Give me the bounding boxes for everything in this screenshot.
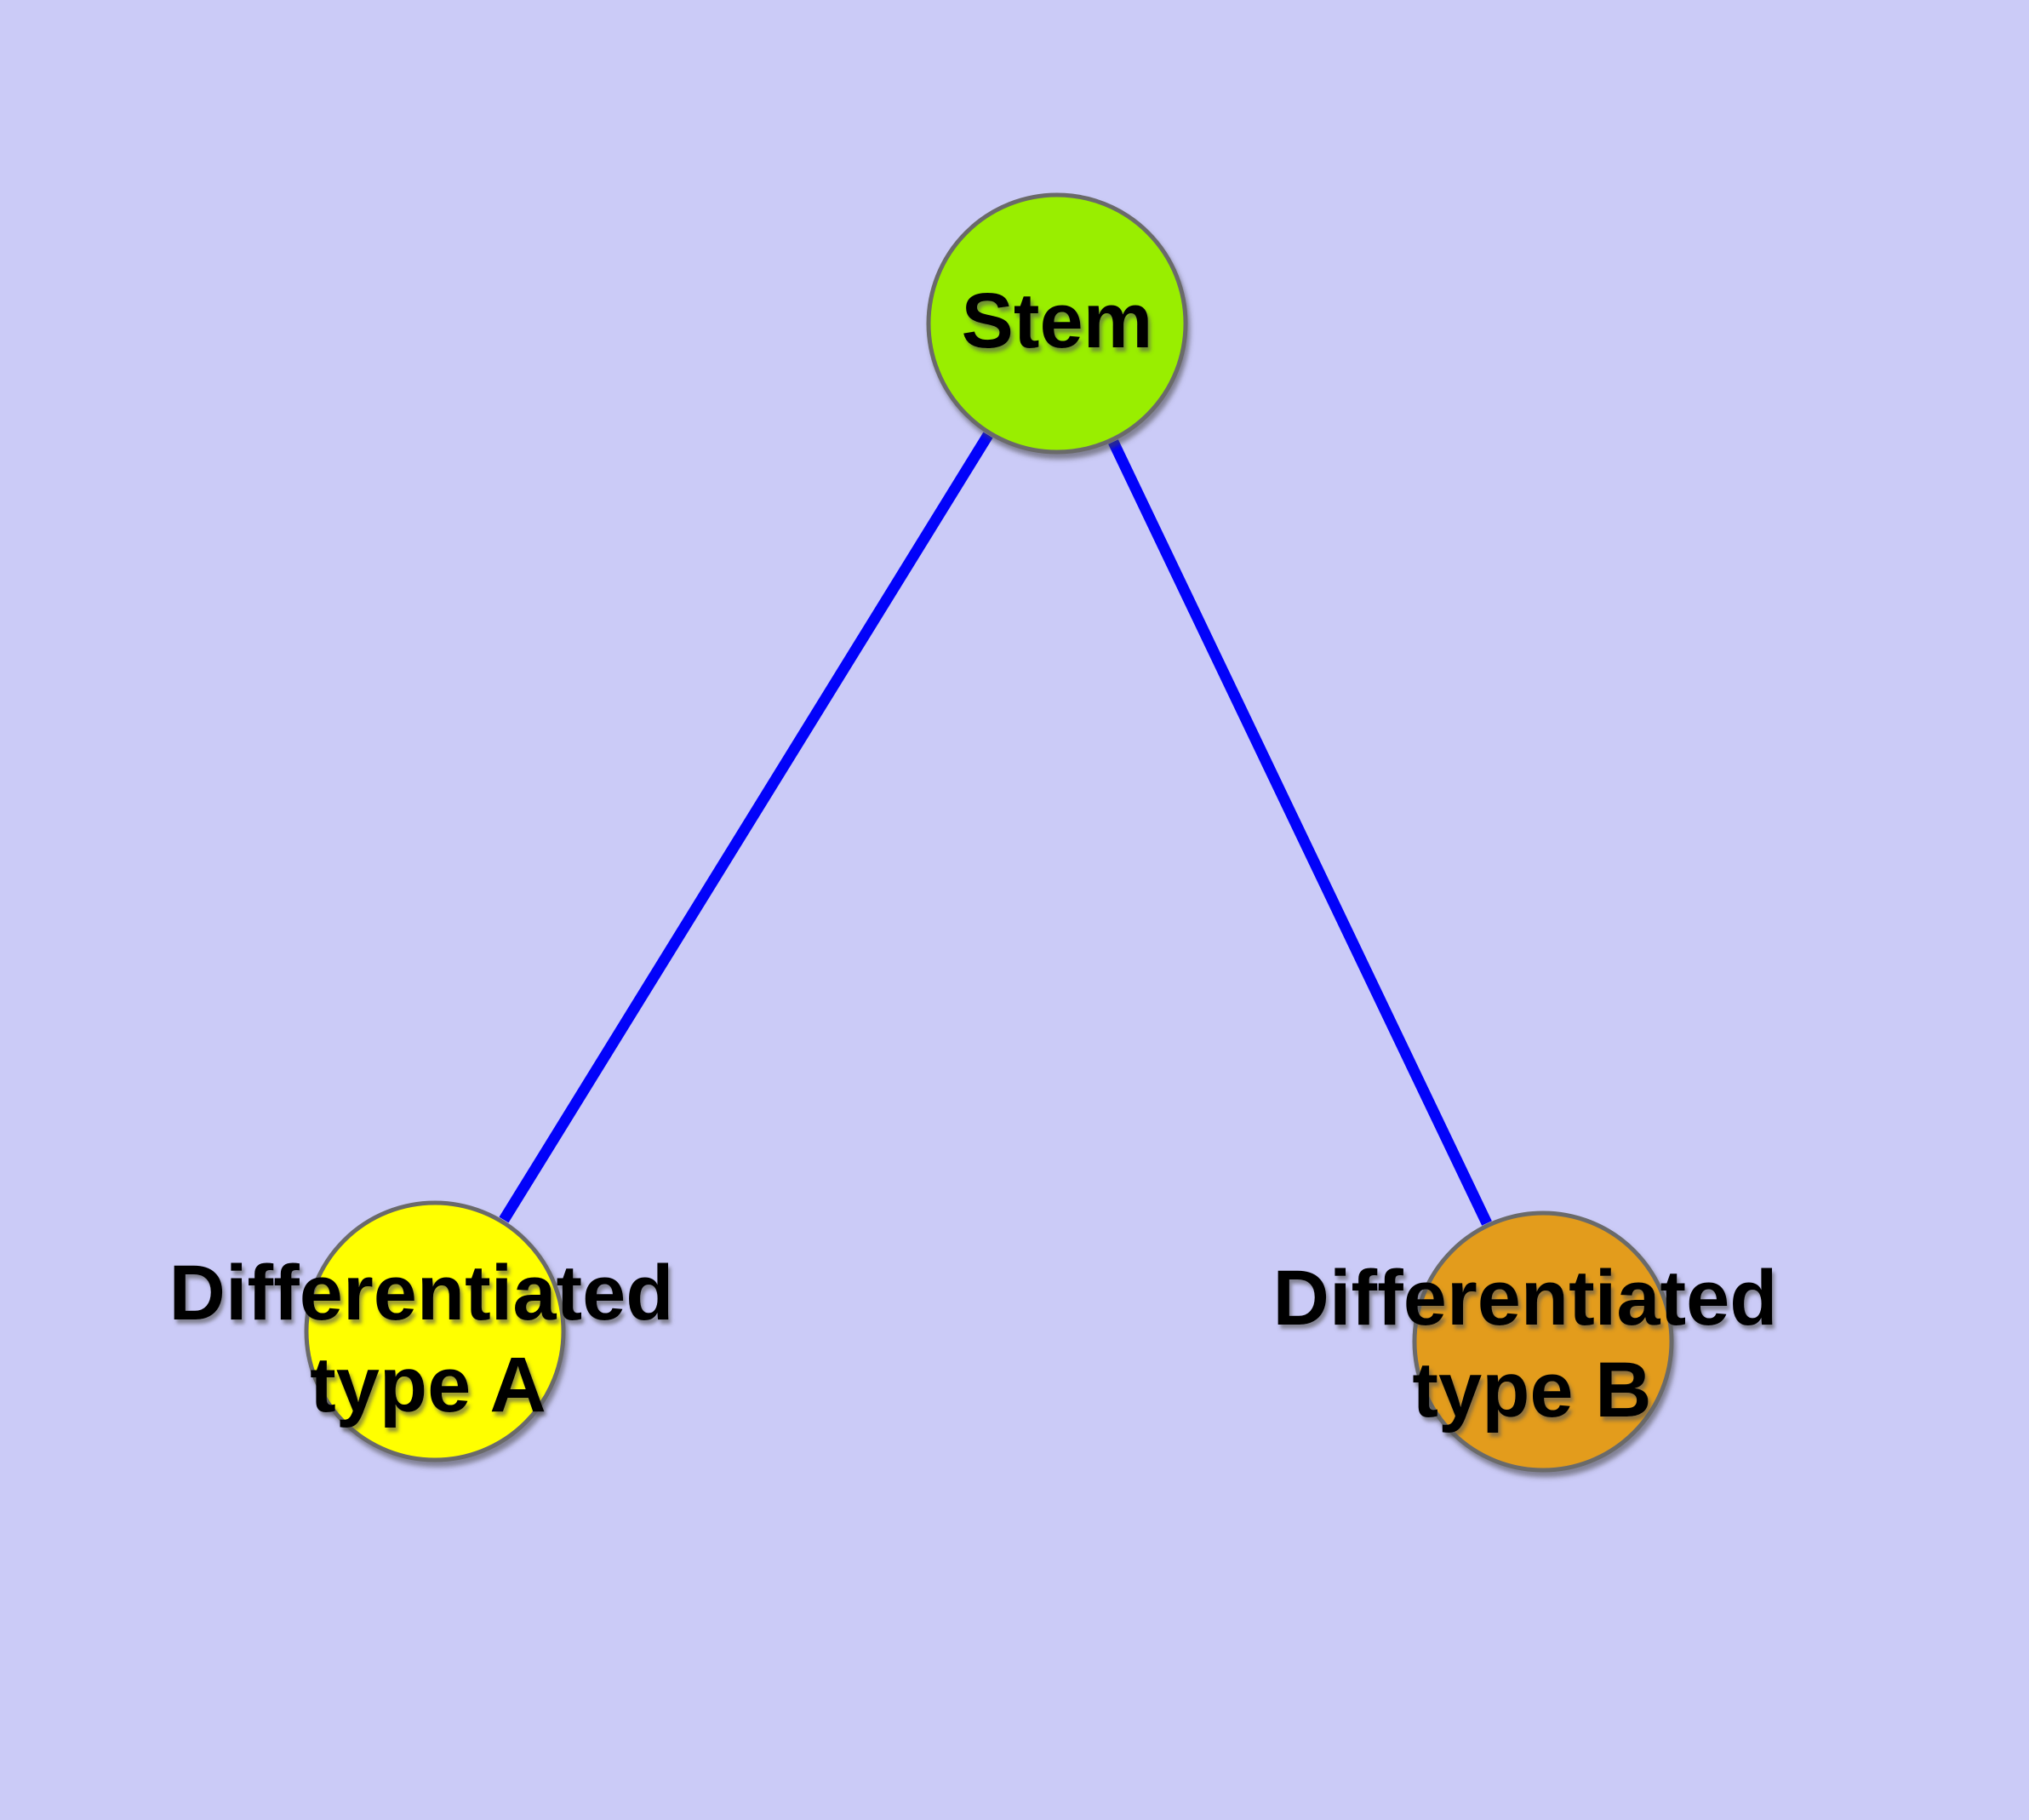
edge-stem-to-type-a xyxy=(499,432,993,1223)
node-stem-label: Stem xyxy=(962,278,1153,364)
node-differentiated-type-a xyxy=(304,1200,566,1462)
node-stem xyxy=(926,192,1188,455)
edge-stem-to-type-b xyxy=(1108,439,1492,1226)
node-differentiated-type-b-label-line1: Differentiated xyxy=(1273,1255,1778,1342)
node-differentiated-type-b-label-line2: type B xyxy=(1412,1347,1651,1434)
node-differentiated-type-a-label-line2: type A xyxy=(310,1342,546,1428)
node-differentiated-type-b xyxy=(1412,1210,1674,1473)
node-differentiated-type-a-label-line1: Differentiated xyxy=(169,1250,674,1336)
